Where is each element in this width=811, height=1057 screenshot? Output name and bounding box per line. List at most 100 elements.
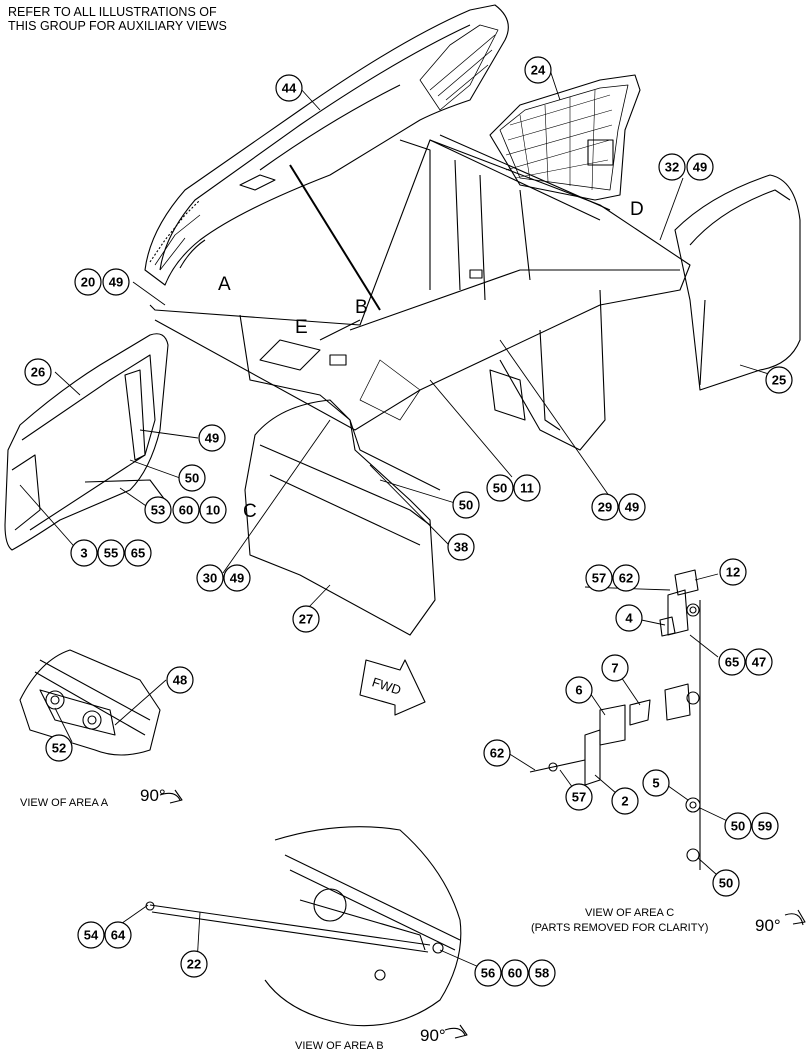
callout-bubble — [524, 56, 552, 84]
callout-bubble — [77, 921, 105, 949]
callout-label: 32 — [665, 160, 679, 175]
callout-label: 64 — [111, 928, 126, 943]
callout-label: 62 — [619, 571, 633, 586]
callout-label: 65 — [725, 655, 739, 670]
area-letter-a: A — [218, 274, 231, 295]
callout-bubble — [686, 153, 714, 181]
callout-bubble — [292, 605, 320, 633]
callout-label: 62 — [490, 746, 504, 761]
callout-label: 57 — [572, 790, 586, 805]
callout-bubble — [196, 564, 224, 592]
callout-label: 10 — [206, 503, 220, 518]
callout-bubble — [180, 950, 208, 978]
view-area-b-rotation: 90° — [420, 1026, 446, 1045]
callout-label: 57 — [592, 571, 606, 586]
callout-label: 2 — [621, 794, 628, 809]
callout-label: 4 — [625, 611, 633, 626]
view-area-c: VIEW OF AREA C (PARTS REMOVED FOR CLARIT… — [529, 569, 806, 935]
callout-bubble — [275, 74, 303, 102]
view-area-a-caption: VIEW OF AREA A — [20, 797, 109, 809]
callout-label: 26 — [31, 365, 45, 380]
view-area-b-caption: VIEW OF AREA B — [295, 1040, 384, 1052]
callout-bubble — [447, 533, 475, 561]
callout-bubble — [585, 564, 613, 592]
callout-label: 60 — [179, 503, 193, 518]
callout-bubble — [486, 474, 514, 502]
grille-24 — [489, 74, 641, 201]
callout-label: 58 — [535, 966, 549, 981]
callout-label: 59 — [758, 819, 772, 834]
callout-label: 24 — [531, 63, 546, 78]
callout-label: 55 — [104, 546, 118, 561]
callout-label: 50 — [493, 481, 507, 496]
callout-bubble — [642, 769, 670, 797]
callout-label: 60 — [508, 966, 522, 981]
view-area-a-rotation: 90° — [140, 786, 166, 805]
door-26 — [4, 333, 169, 551]
panel-27 — [244, 399, 436, 636]
view-area-c-rotation: 90° — [755, 916, 781, 935]
callout-label: 3 — [80, 546, 87, 561]
callout-bubble — [124, 539, 152, 567]
callout-label: 22 — [187, 957, 201, 972]
callout-bubble — [591, 493, 619, 521]
area-letter-c: C — [243, 501, 257, 522]
callout-label: 49 — [693, 160, 707, 175]
callout-label: 5 — [652, 776, 659, 791]
callout-label: 12 — [726, 565, 740, 580]
reference-note-line-2: THIS GROUP FOR AUXILIARY VIEWS — [8, 19, 227, 33]
callout-label: 30 — [203, 571, 217, 586]
fwd-arrow: FWD — [359, 659, 426, 716]
callout-label: 48 — [173, 673, 187, 688]
callout-bubble — [474, 959, 502, 987]
callout-bubble — [199, 496, 227, 524]
callout-bubble — [45, 734, 73, 762]
callout-bubble — [751, 812, 779, 840]
callout-bubble — [74, 268, 102, 296]
leader-lines — [19, 69, 773, 972]
view-area-c-caption: VIEW OF AREA C — [585, 907, 674, 919]
callout-label: 7 — [611, 661, 618, 676]
hood-44 — [144, 4, 509, 311]
callout-bubble — [97, 539, 125, 567]
fwd-label: FWD — [370, 674, 403, 697]
callout-label: 49 — [205, 431, 219, 446]
callout-bubble — [166, 666, 194, 694]
callout-bubble — [178, 464, 206, 492]
callout-label: 11 — [520, 481, 534, 496]
callout-label: 50 — [185, 471, 199, 486]
panel-25 — [674, 174, 801, 391]
view-area-c-subcaption: (PARTS REMOVED FOR CLARITY) — [531, 922, 708, 934]
callout-label: 29 — [598, 500, 612, 515]
callout-bubble — [745, 648, 773, 676]
callout-bubble — [712, 869, 740, 897]
callout-label: 50 — [459, 498, 473, 513]
callout-bubble — [615, 604, 643, 632]
callout-bubble — [724, 812, 752, 840]
callout-bubble — [198, 424, 226, 452]
area-letter-e: E — [295, 317, 308, 338]
callout-label: 27 — [299, 612, 313, 627]
callout-label: 6 — [575, 683, 582, 698]
reference-note-line-1: REFER TO ALL ILLUSTRATIONS OF — [8, 5, 217, 19]
callout-label: 44 — [282, 81, 297, 96]
callout-label: 50 — [731, 819, 745, 834]
callout-label: 52 — [52, 741, 66, 756]
callout-bubble — [172, 496, 200, 524]
callout-label: 25 — [772, 373, 786, 388]
callout-bubble — [144, 496, 172, 524]
callout-bubble — [102, 268, 130, 296]
callout-label: 56 — [481, 966, 495, 981]
callout-bubble — [528, 959, 556, 987]
callout-bubble — [719, 558, 747, 586]
callout-bubble — [565, 676, 593, 704]
callout-bubble — [70, 539, 98, 567]
callout-bubble — [104, 921, 132, 949]
area-letters: A B C D E — [218, 199, 644, 522]
callout-bubble — [513, 474, 541, 502]
callout-bubble — [718, 648, 746, 676]
callout-bubble — [611, 787, 639, 815]
callout-bubble — [612, 564, 640, 592]
